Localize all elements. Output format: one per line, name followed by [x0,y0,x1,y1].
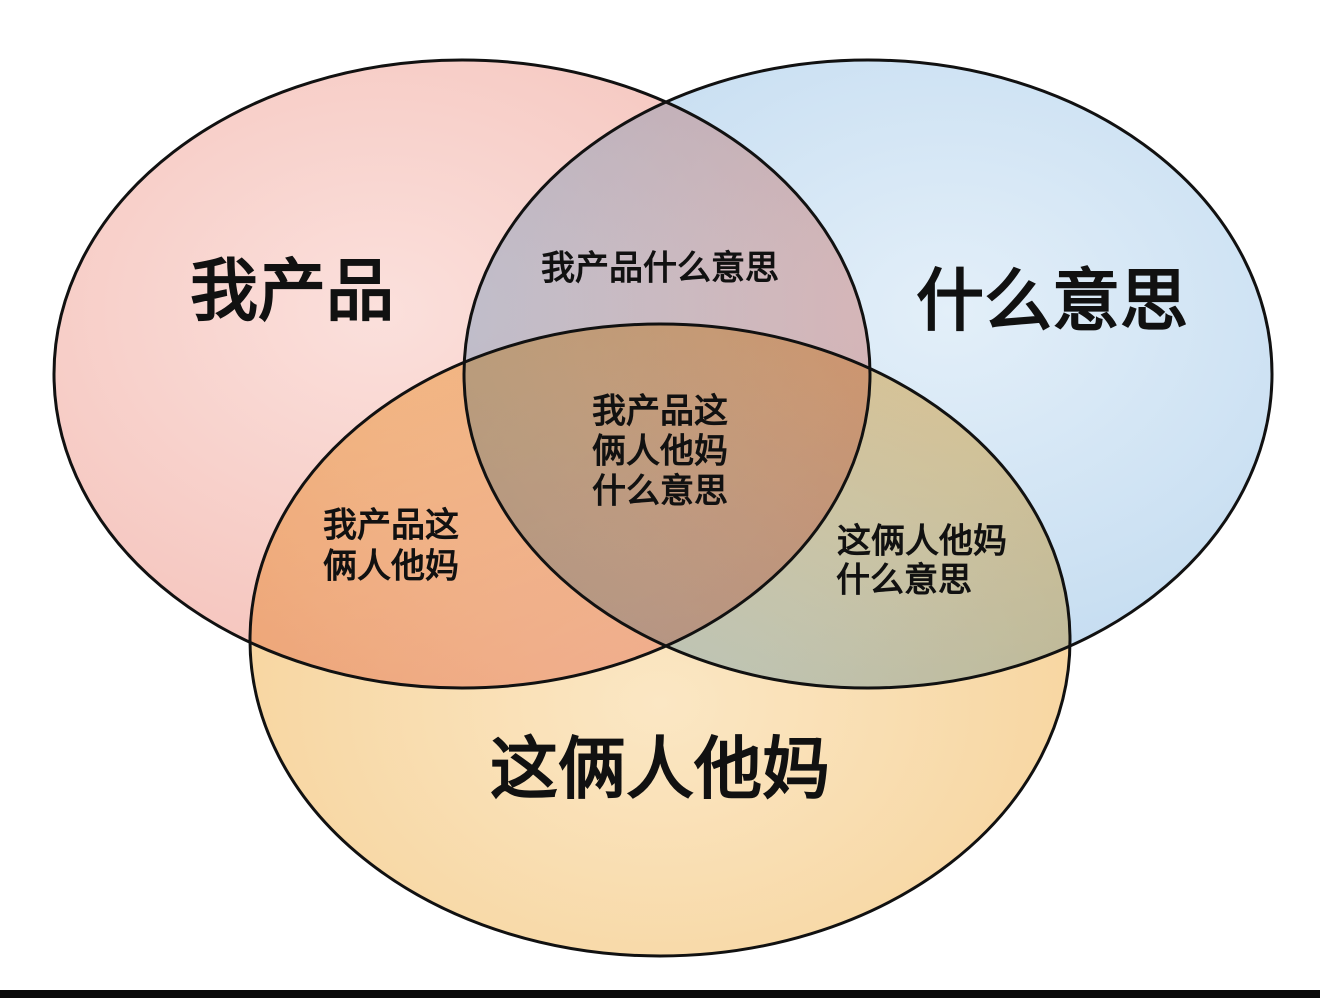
overlap-abc-line-3: 什么意思 [592,472,728,512]
overlap-abc-line-1: 我产品这 [592,392,728,432]
overlap-bc-line-1: 这俩人他妈 [837,522,1007,562]
overlap-abc-line-2: 俩人他妈 [592,432,728,472]
overlap-ab-label: 我产品什么意思 [541,249,779,289]
circle-c-label: 这俩人他妈 [490,731,830,810]
circle-c-outline [248,322,1072,958]
overlap-ac-line-2: 俩人他妈 [323,547,459,587]
bottom-edge-bar [0,990,1320,998]
circle-a-outline [52,58,872,690]
circle-b-label: 什么意思 [916,263,1188,342]
circle-c-fill [250,324,1070,956]
overlap-ac-line-1: 我产品这 [323,506,459,546]
circle-b-outline [462,58,1274,690]
overlap-bc-line-2: 什么意思 [836,561,972,601]
circle-a-label: 我产品 [190,253,394,332]
